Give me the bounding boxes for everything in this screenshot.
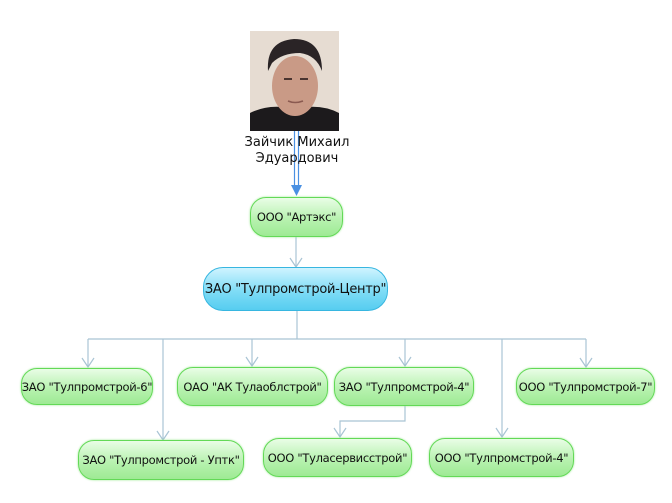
- node-tulpromstroy-6[interactable]: ЗАО "Тулпромстрой-6": [21, 368, 153, 405]
- node-tulaservisstroy[interactable]: ООО "Туласервисстрой": [263, 438, 412, 477]
- node-tulpromstroy-uptk[interactable]: ЗАО "Тулпромстрой - Уптк": [78, 440, 244, 480]
- person-name: Зайчик Михаил Эдуардович: [244, 135, 350, 166]
- ownership-arrow: [291, 130, 302, 196]
- node-tulpromstroy-center[interactable]: ЗАО "Тулпромстрой-Центр": [203, 267, 388, 311]
- person-photo: [250, 31, 339, 131]
- connector-t4-tulaservis: [339, 406, 406, 437]
- node-artex[interactable]: ООО "Артэкс": [250, 197, 343, 237]
- node-ak-tulaoblstroy[interactable]: ОАО "АК Тулаоблстрой": [177, 367, 328, 406]
- node-ooo-tulpromstroy-4[interactable]: ООО "Тулпромстрой-4": [429, 438, 574, 477]
- node-zao-tulpromstroy-4[interactable]: ЗАО "Тулпромстрой-4": [334, 367, 474, 406]
- node-tulpromstroy-7[interactable]: ООО "Тулпромстрой-7": [516, 368, 655, 405]
